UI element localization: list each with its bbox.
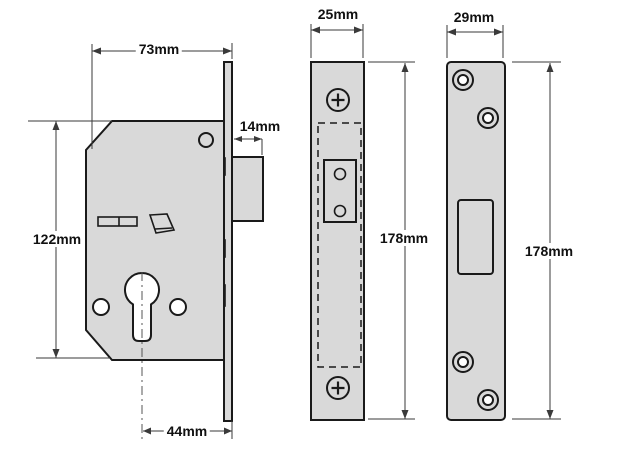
bolt-aperture [457, 199, 494, 275]
strike-plate-dimensions [446, 25, 561, 420]
strike-screw-hole-1 [452, 69, 474, 91]
lock-case-view [85, 61, 264, 439]
strike-screw-hole-4 [477, 389, 499, 411]
forend-plate [310, 61, 365, 421]
forend-screw-bottom [326, 376, 350, 400]
deadbolt [231, 156, 264, 222]
euro-cylinder-cutout [124, 271, 160, 342]
lever-window [97, 216, 138, 227]
dimension-label-case-width: 73mm [135, 41, 183, 57]
deadbolt-face [323, 159, 357, 223]
dimension-label-case-height: 122mm [29, 231, 85, 247]
dimension-label-forend-width: 25mm [314, 6, 362, 22]
lock-case-body [85, 120, 225, 361]
fixing-hole-right [169, 298, 187, 316]
lever-detail [148, 213, 176, 234]
strike-screw-hole-3 [452, 351, 474, 373]
case-hole-top [198, 132, 214, 148]
forend-view [310, 61, 365, 421]
fixing-hole-left [92, 298, 110, 316]
forend-screw-top [326, 88, 350, 112]
dimension-label-backset: 44mm [163, 423, 211, 439]
dimension-label-bolt-throw: 14mm [236, 118, 284, 134]
dimension-label-strike-height: 178mm [521, 243, 577, 259]
dimension-label-strike-width: 29mm [450, 9, 498, 25]
dimension-label-forend-height: 178mm [376, 230, 432, 246]
strike-plate-view [446, 61, 506, 421]
strike-screw-hole-2 [477, 107, 499, 129]
